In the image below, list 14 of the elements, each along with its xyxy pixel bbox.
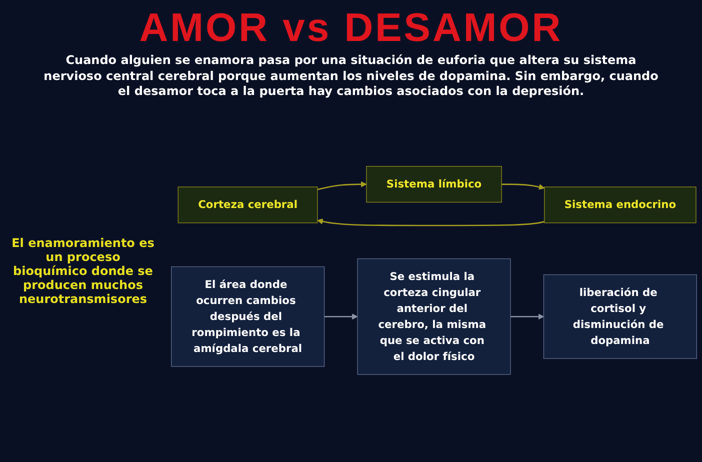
node-box: Se estimula la corteza cingular anterior del cerebro, la misma que se activa con el dolor físico — [357, 258, 511, 376]
node-box: Sistema endocrino — [544, 187, 696, 224]
arrow — [510, 314, 544, 320]
arrow — [317, 182, 367, 190]
intro-paragraph: Cuando alguien se enamora pasa por una situación de euforia que altera su sistema nervioso central cerebral porque aumentan los niveles de dopamina. Sin embargo, cuando el desamor toca a la puerta hay cambios asociados con la depresión. — [42, 53, 660, 100]
node-box: Corteza cerebral — [178, 187, 318, 224]
node-box: Sistema límbico — [366, 166, 502, 203]
arrow — [317, 219, 545, 227]
node-box: liberación de cortisol y disminución de dopamina — [543, 274, 697, 360]
arrow — [324, 314, 358, 320]
center-note: El enamoramiento es un proceso bioquímico donde se producen muchos neurotransmisores — [10, 236, 156, 306]
title: AMOR vs DESAMOR — [138, 6, 564, 51]
arrow — [502, 184, 545, 190]
node-box: El área donde ocurren cambios después del rompimiento es la amígdala cerebral — [171, 266, 325, 368]
